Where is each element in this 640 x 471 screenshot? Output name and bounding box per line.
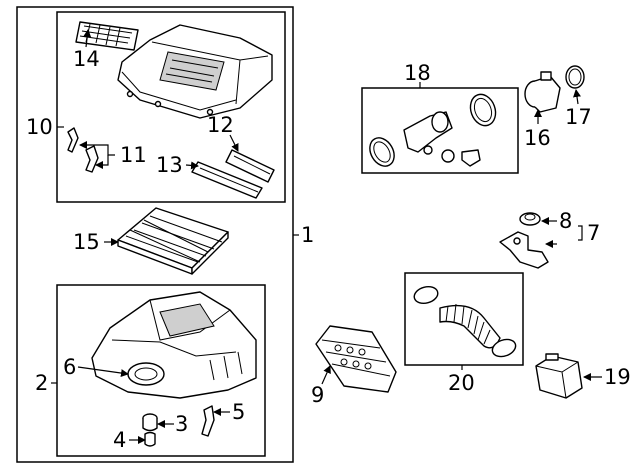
callout-5: 5 (232, 400, 245, 424)
callout-18: 18 (404, 61, 431, 85)
callout-16: 16 (524, 126, 551, 150)
callout-2: 2 (35, 371, 48, 395)
lower-housing[interactable] (91, 291, 257, 399)
callout-12: 12 (207, 113, 234, 137)
callout-19: 19 (604, 365, 631, 389)
callout-7: 7 (587, 221, 600, 245)
callout-4: 4 (113, 428, 126, 452)
part-3-grommet[interactable] (142, 413, 158, 432)
part-7-bracket[interactable] (499, 231, 549, 269)
upper-housing-box (56, 11, 286, 203)
part-9-resonator[interactable] (315, 325, 397, 393)
callout-3: 3 (175, 412, 188, 436)
part-15-air-filter[interactable] (117, 207, 229, 275)
hose-kit-box-18 (361, 87, 519, 174)
callout-labels: 14 10 11 12 13 15 1 2 6 3 4 5 18 16 17 8… (26, 47, 631, 452)
part-14-grille[interactable] (75, 21, 139, 51)
callout-20: 20 (448, 371, 475, 395)
part-11-clips[interactable] (67, 127, 99, 173)
callout-17: 17 (565, 105, 592, 129)
callout-8: 8 (559, 209, 572, 233)
upper-housing[interactable] (117, 24, 273, 119)
part-4-nipple[interactable] (144, 431, 156, 447)
callout-9: 9 (311, 383, 324, 407)
part-19-module[interactable] (535, 353, 583, 399)
callout-6: 6 (63, 355, 76, 379)
part-20-duct-kit[interactable] (412, 284, 518, 359)
part-18-hose-kit[interactable] (365, 91, 500, 171)
callout-15: 15 (73, 230, 100, 254)
part-5-clip[interactable] (201, 405, 215, 437)
callout-10: 10 (26, 115, 53, 139)
callout-13: 13 (156, 153, 183, 177)
part-17-o-ring[interactable] (565, 65, 585, 89)
leader-lines (51, 29, 602, 444)
callout-1: 1 (301, 223, 314, 247)
part-12-seal[interactable] (225, 149, 275, 183)
part-16-sensor[interactable] (524, 71, 561, 113)
part-8-grommet[interactable] (519, 212, 541, 226)
hose-kit-box-20 (404, 272, 524, 366)
lower-housing-box (56, 284, 266, 457)
callout-14: 14 (73, 47, 100, 71)
callout-11: 11 (120, 143, 147, 167)
